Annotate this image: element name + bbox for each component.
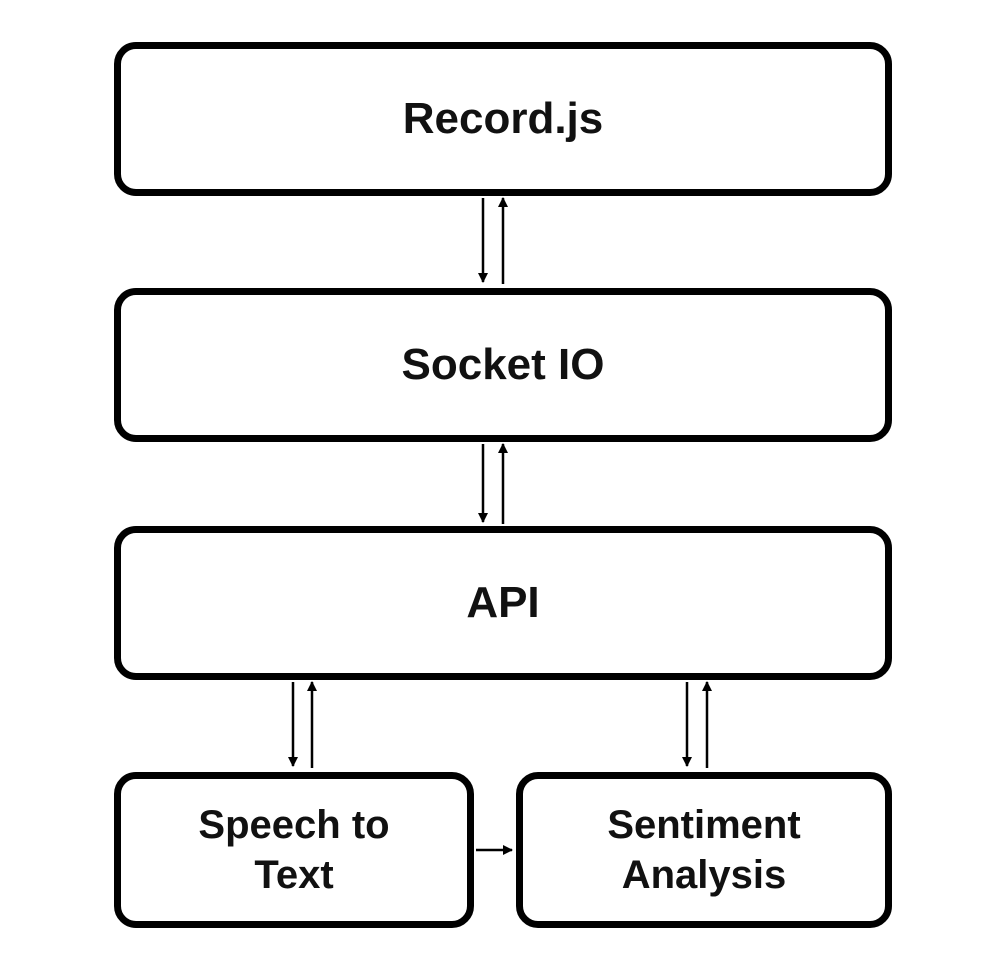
api-node: API <box>114 526 892 680</box>
record-js-node: Record.js <box>114 42 892 196</box>
sentiment-analysis-label-line2: Analysis <box>621 853 787 897</box>
sentiment-analysis-node: Sentiment Analysis <box>516 772 892 928</box>
speech-to-text-label-line1: Speech to <box>198 803 390 847</box>
record-js-label: Record.js <box>402 93 604 143</box>
speech-to-text-label-line2: Text <box>254 853 334 897</box>
speech-to-text-node: Speech to Text <box>114 772 474 928</box>
api-label: API <box>466 577 540 627</box>
socket-io-label: Socket IO <box>401 339 605 389</box>
sentiment-analysis-label-line1: Sentiment <box>607 803 801 847</box>
socket-io-node: Socket IO <box>114 288 892 442</box>
